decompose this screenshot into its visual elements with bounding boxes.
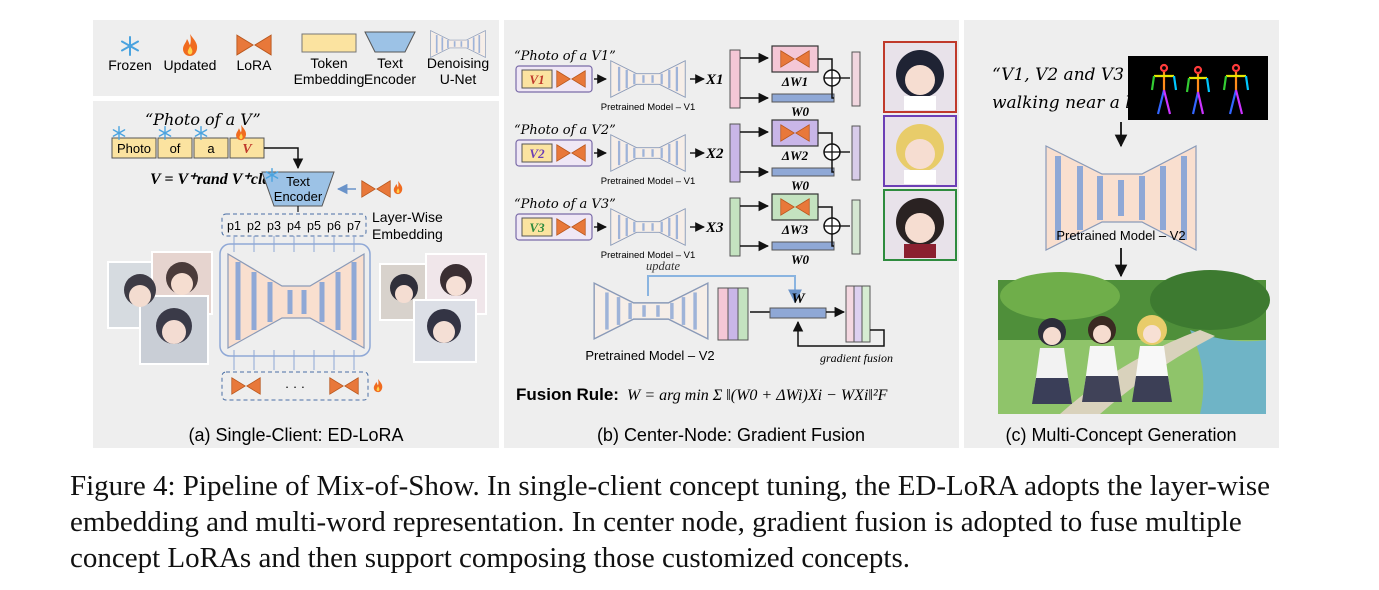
legend-textenc-1: Text [377, 55, 403, 71]
fusion-rule-label: Fusion Rule: [516, 385, 619, 404]
position-p5: p5 [307, 219, 321, 233]
row-lora-box [771, 45, 819, 73]
row-output-feature [851, 51, 861, 107]
legend-textenc-2: Encoder [364, 71, 416, 87]
gradient-fusion-label: gradient fusion [820, 351, 893, 365]
lora-layers-box [221, 371, 369, 401]
panel-a-caption: (a) Single-Client: ED-LoRA [188, 425, 403, 445]
output-images [379, 253, 487, 363]
panel-a-prompt: “Photo of a V” [145, 110, 261, 129]
legend-unet-2: U-Net [440, 71, 477, 87]
panel-b-caption: (b) Center-Node: Gradient Fusion [597, 425, 865, 445]
generated-image [998, 270, 1270, 414]
row-token [521, 143, 553, 163]
unet-frame [219, 243, 371, 357]
panel-c-model-label: Pretrained Model – V2 [1056, 228, 1185, 243]
row-w0-label: W0 [791, 178, 810, 193]
row-lora-box [771, 193, 819, 221]
row-x-label: X2 [705, 146, 724, 162]
panel-a-equation: V = V⁺rand V⁺class [150, 171, 283, 188]
legend-lora: LoRA [236, 57, 272, 73]
panel-c-caption: (c) Multi-Concept Generation [1005, 425, 1236, 445]
panel-c-content: “V1, V2 and V3 walking near a lake” [992, 56, 1270, 445]
row-model-label: Pretrained Model – V1 [601, 102, 696, 113]
pipeline-figure: Frozen Updated LoRA Token Embedding Text… [93, 20, 1279, 448]
row-model-label: Pretrained Model – V1 [601, 176, 696, 187]
row-token-label: V2 [529, 146, 545, 161]
row-token [521, 217, 553, 237]
token-embedding-icon [301, 33, 357, 53]
position-p6: p6 [327, 219, 341, 233]
fusion-rule-formula: W = arg min Σ ‖(W0 + ΔWi)Xi − WXi‖²F [627, 387, 888, 404]
row-token [521, 69, 553, 89]
panel-c-prompt-1: “V1, V2 and V3 [992, 65, 1124, 85]
row-x-label: X3 [705, 220, 724, 236]
token-photo [111, 137, 157, 159]
row-output-feature [851, 199, 861, 255]
row-prompt: “Photo of a V3” [514, 197, 616, 212]
row-prompt: “Photo of a V2” [514, 123, 616, 138]
row-lora-box [771, 119, 819, 147]
legend-token-1: Token [310, 55, 347, 71]
panel-b-bottom: update Pretrained Model – V2 W gradient … [516, 259, 893, 445]
token-of-label: of [170, 141, 181, 156]
row-w0-label: W0 [791, 104, 810, 119]
update-label: update [646, 259, 680, 273]
position-p7: p7 [347, 219, 361, 233]
token-a [193, 137, 229, 159]
token-photo-label: Photo [117, 141, 151, 156]
token-of [157, 137, 193, 159]
panel-a-content: “Photo of a V” Photo of a V V = V⁺rand V… [107, 110, 487, 445]
row-dw-label: ΔW3 [781, 222, 809, 237]
legend: Frozen Updated LoRA Token Embedding Text… [108, 30, 489, 87]
row-w0-bar [771, 167, 835, 177]
row-output-feature [851, 125, 861, 181]
position-p4: p4 [287, 219, 301, 233]
row-w0-bar [771, 241, 835, 251]
token-v-label: V [242, 142, 253, 157]
text-encoder-label-2: Encoder [274, 189, 323, 204]
row-feature [729, 49, 741, 109]
unet-a [227, 252, 365, 350]
position-p1: p1 [227, 219, 241, 233]
position-p2: p2 [247, 219, 261, 233]
w-bar [769, 307, 827, 319]
row-w0-bar [771, 93, 835, 103]
pose-skeletons [1150, 63, 1250, 115]
panel-c-prompt-2: walking near a lake” [992, 93, 1170, 113]
model-v2-label: Pretrained Model – V2 [585, 348, 714, 363]
legend-frozen: Frozen [108, 57, 152, 73]
lora-ellipsis: · · · [285, 379, 305, 394]
layer-wise-embedding-box [221, 213, 367, 237]
row-model-label: Pretrained Model – V1 [601, 250, 696, 261]
text-encoder [261, 171, 335, 207]
row-dw-label: ΔW1 [781, 74, 808, 89]
row-feature [729, 123, 741, 183]
row-dw-label: ΔW2 [781, 148, 809, 163]
row-token-label: V3 [529, 220, 545, 235]
figure-caption: Figure 4: Pipeline of Mix-of-Show. In si… [70, 470, 1270, 574]
legend-unet-1: Denoising [427, 55, 489, 71]
w-label: W [791, 291, 806, 307]
token-a-label: a [207, 141, 215, 156]
text-encoder-label-1: Text [286, 174, 310, 189]
position-p3: p3 [267, 219, 281, 233]
layer-wise-label-2: Embedding [372, 226, 443, 242]
layer-wise-label-1: Layer-Wise [372, 209, 443, 225]
row-x-label: X1 [705, 72, 724, 88]
row-token-label: V1 [529, 72, 544, 87]
row-w0-label: W0 [791, 252, 810, 267]
text-encoder-icon [364, 31, 416, 53]
row-prompt: “Photo of a V1” [514, 49, 616, 64]
legend-token-2: Embedding [294, 71, 365, 87]
row-feature [729, 197, 741, 257]
input-images [107, 251, 213, 365]
legend-updated: Updated [164, 57, 217, 73]
